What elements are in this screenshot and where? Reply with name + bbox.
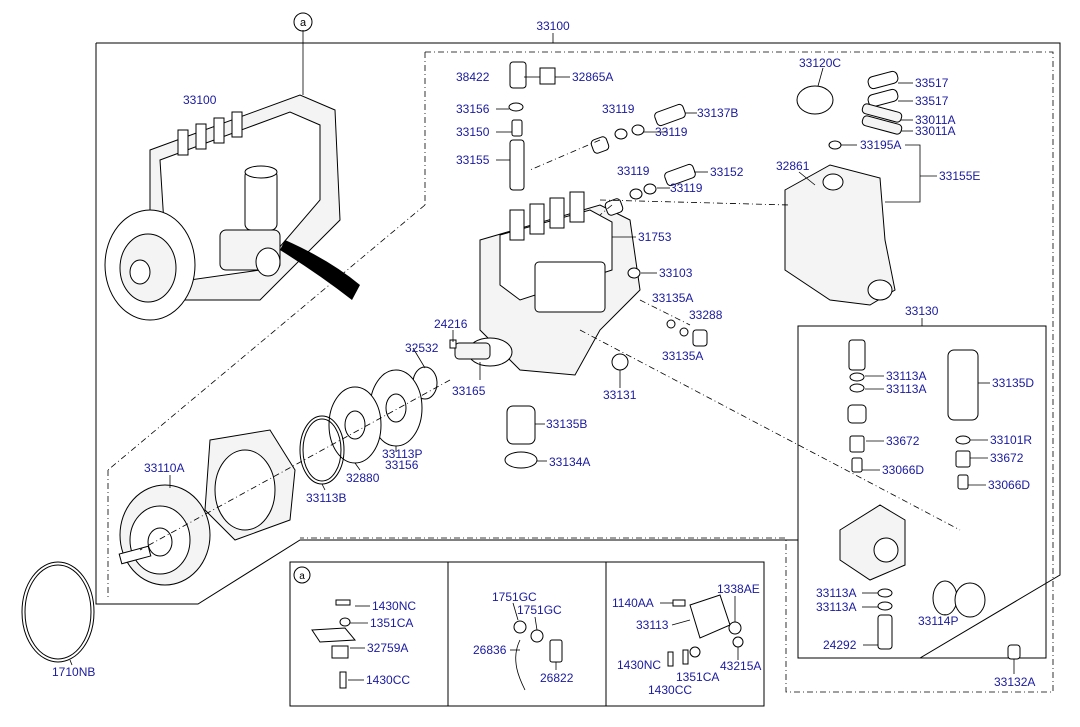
part-label-33114P[interactable]: 33114P [918,614,958,628]
part-label-33672-a[interactable]: 33672 [886,434,920,448]
parts [21,61,1021,691]
part-label-33101R[interactable]: 33101R [990,433,1032,447]
part-label-33113A-b[interactable]: 33113A [886,382,926,396]
part-label-33135A-2[interactable]: 33135A [662,349,703,363]
part-label-33119-b[interactable]: 33119 [655,125,688,139]
part-label-33135B[interactable]: 33135B [546,417,587,431]
part-label-33130[interactable]: 33130 [905,304,939,318]
part-label-26836[interactable]: 26836 [473,643,507,657]
detail-a-inset-label: a [299,571,305,582]
part-label-38422[interactable]: 38422 [456,70,490,84]
part-label-33113A-d[interactable]: 33113A [816,600,856,614]
part-label-33011A-b[interactable]: 33011A [915,124,955,138]
detail-a-marker[interactable] [293,12,313,32]
part-label-33132A[interactable]: 33132A [994,675,1035,689]
part-label-1140AA[interactable]: 1140AA [612,596,654,610]
part-label-32865A[interactable]: 32865A [572,70,613,84]
part-label-33155[interactable]: 33155 [456,153,490,167]
part-label-33066D-b[interactable]: 33066D [988,478,1030,492]
part-label-33195A[interactable]: 33195A [860,138,901,152]
part-label-1430NC[interactable]: 1430NC [372,599,416,613]
part-label-31753[interactable]: 31753 [638,230,672,244]
part-label-33137B[interactable]: 33137B [697,106,738,120]
part-label-32532[interactable]: 32532 [405,341,439,355]
part-label-33011A-a[interactable]: 33011A [915,113,955,127]
part-label-33066D-a[interactable]: 33066D [882,463,924,477]
part-label-33517-b[interactable]: 33517 [915,94,949,108]
part-label-33135D[interactable]: 33135D [992,376,1034,390]
part-label-33100[interactable]: 33100 [183,93,217,107]
detail-a-marker-label: a [300,17,307,29]
part-label-26822[interactable]: 26822 [540,671,574,685]
part-label-33113A-c[interactable]: 33113A [816,586,856,600]
detail-a-inset-marker [293,566,311,584]
part-label-33119-a[interactable]: 33119 [602,102,635,116]
part-label-33113[interactable]: 33113 [636,618,669,632]
leader-lines [69,67,1015,681]
part-label-33517-a[interactable]: 33517 [915,76,949,90]
part-label-33156[interactable]: 33156 [456,102,490,116]
valve-holder-drawing [509,61,527,89]
part-label-33103[interactable]: 33103 [659,266,693,280]
part-label-33134A[interactable]: 33134A [549,455,590,469]
part-label-24216[interactable]: 24216 [434,317,468,331]
part-label-1751GC-1[interactable]: 1751GC [492,590,537,604]
part-label-33155E[interactable]: 33155E [939,169,980,183]
part-label-33120C[interactable]: 33120C [799,56,841,70]
part-labels: 33100 33100 38422 32865A 33156 33119 331… [52,19,1035,697]
part-label-32759A[interactable]: 32759A [367,641,408,655]
part-label-33672-b[interactable]: 33672 [990,451,1024,465]
part-label-33165[interactable]: 33165 [452,384,486,398]
part-label-32861[interactable]: 32861 [776,159,810,173]
part-label-33131[interactable]: 33131 [603,388,637,402]
assembled-pump-drawing [104,94,360,321]
governor-housing-drawing [784,164,896,306]
detail-a-box [289,561,765,707]
part-label-1351CA-b[interactable]: 1351CA [676,670,719,684]
part-label-1751GC-2[interactable]: 1751GC [517,603,562,617]
pump-housing-drawing [454,191,641,376]
sub-group-outline [300,51,1054,693]
part-label-33113B[interactable]: 33113B [306,491,346,505]
part-label-1430CC-b[interactable]: 1430CC [648,683,692,697]
o-ring-drawing [21,561,95,663]
part-label-1430NC-b[interactable]: 1430NC [617,658,661,672]
part-label-33113P[interactable]: 33113P [382,447,422,461]
part-label-33119-c[interactable]: 33119 [617,164,650,178]
part-label-1430CC[interactable]: 1430CC [366,673,410,687]
part-label-33156-b[interactable]: 33156 [385,458,419,472]
part-label-24292[interactable]: 24292 [823,638,857,652]
part-label-32880[interactable]: 32880 [346,471,380,485]
part-label-1710NB[interactable]: 1710NB [52,665,95,679]
part-label-33110A[interactable]: 33110A [144,461,184,475]
part-label-33100-group[interactable]: 33100 [536,19,570,33]
part-label-43215A[interactable]: 43215A [720,659,761,673]
part-label-33113A-a[interactable]: 33113A [886,369,926,383]
part-label-33119-d[interactable]: 33119 [670,181,703,195]
part-label-1351CA[interactable]: 1351CA [370,616,413,630]
part-label-33288[interactable]: 33288 [689,308,723,322]
part-label-33152[interactable]: 33152 [710,165,744,179]
part-label-33150[interactable]: 33150 [456,125,490,139]
part-label-1338AE[interactable]: 1338AE [717,582,760,596]
part-label-33135A-1[interactable]: 33135A [652,291,693,305]
